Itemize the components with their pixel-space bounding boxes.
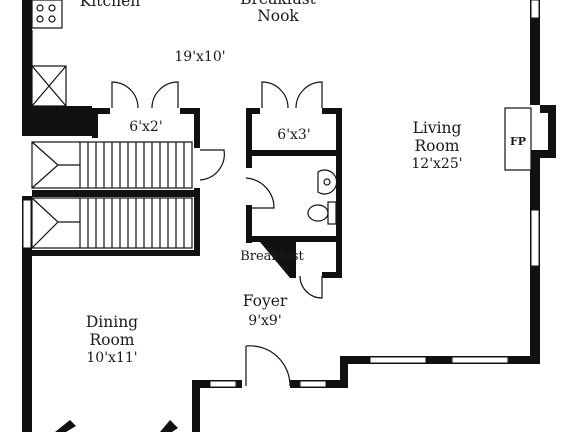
- living-room-dims: 12'x25': [411, 156, 462, 172]
- dining-room-label-2: Room: [89, 331, 134, 349]
- breakfast-nook-label-2: Nook: [257, 7, 299, 25]
- living-room-label-2: Room: [414, 137, 459, 155]
- bathroom-fixtures: [307, 169, 338, 225]
- fireplace-box: [504, 107, 532, 171]
- closet-left-dims: 6'x2': [129, 119, 162, 135]
- breakfast-nook-dims: 19'x10': [174, 49, 225, 65]
- staircase: [31, 141, 193, 249]
- walls: [22, 0, 556, 432]
- foyer-label: Foyer: [243, 292, 288, 310]
- stair-winder: [31, 141, 80, 189]
- breakfast-nook-label: Breakfast: [240, 0, 317, 8]
- breakfast-lower-label: Breakfast: [240, 249, 304, 264]
- dining-room-dims: 10'x11': [86, 350, 137, 366]
- foyer-dims: 9'x9': [248, 313, 281, 329]
- doors: [111, 81, 323, 387]
- dining-room-label: Dining: [86, 313, 138, 331]
- kitchen-appliances: [31, 0, 67, 107]
- living-room-label: Living: [413, 119, 462, 137]
- bay-corners: [55, 420, 178, 432]
- stair-winder: [31, 197, 80, 249]
- kitchen-label: Kitchen: [80, 0, 141, 10]
- windows: [22, 0, 540, 388]
- closet-right-dims: 6'x3': [277, 127, 310, 143]
- fireplace-label: FP: [510, 135, 526, 148]
